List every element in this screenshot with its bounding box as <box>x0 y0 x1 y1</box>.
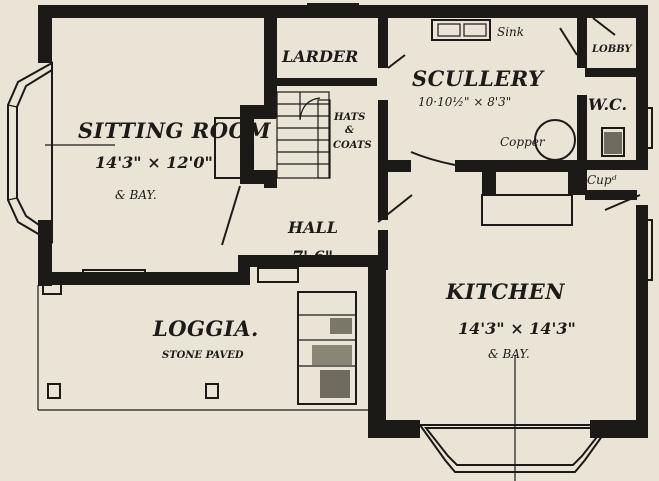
wc-label: W.C. <box>588 95 627 114</box>
scullery-name: SCULLERY <box>412 66 545 91</box>
staircase <box>276 91 331 179</box>
doors <box>221 17 641 246</box>
sitting-room-extra: & BAY. <box>115 188 157 202</box>
cupboard-label: Cupᵈ <box>587 173 617 187</box>
loggia-name: LOGGIA. <box>152 316 259 341</box>
coats-label: COATS <box>333 140 372 151</box>
lobby-label: LOBBY <box>591 44 632 55</box>
wc-pan <box>601 127 625 157</box>
hats-label: HATS <box>333 112 365 123</box>
kitchen-dims: 14'3" × 14'3" <box>458 319 576 338</box>
hats-amp: & <box>345 125 354 136</box>
kitchen-extra: & BAY. <box>488 347 530 361</box>
sink <box>431 19 491 41</box>
hall-dims: 7' 6" <box>292 247 333 266</box>
larder-name: LARDER <box>281 47 358 66</box>
kitchen-bay <box>418 424 612 473</box>
loggia-piers <box>47 383 219 399</box>
sitting-room-dims: 14'3" × 12'0" <box>95 153 213 172</box>
sitting-room-bay <box>7 61 53 244</box>
windows <box>42 3 653 295</box>
loggia-note: STONE PAVED <box>162 350 244 361</box>
copper-label: Copper <box>500 135 546 149</box>
copper <box>534 119 576 161</box>
sitting-room-name: SITTING ROOM <box>78 118 271 143</box>
hall-name: HALL <box>287 218 338 237</box>
scullery-dims: 10·10½" × 8'3" <box>418 95 511 109</box>
chimney-breast <box>214 117 357 405</box>
kitchen-range <box>481 194 573 226</box>
walls <box>37 5 648 438</box>
sink-label: Sink <box>497 25 524 39</box>
kitchen-name: KITCHEN <box>445 279 565 304</box>
